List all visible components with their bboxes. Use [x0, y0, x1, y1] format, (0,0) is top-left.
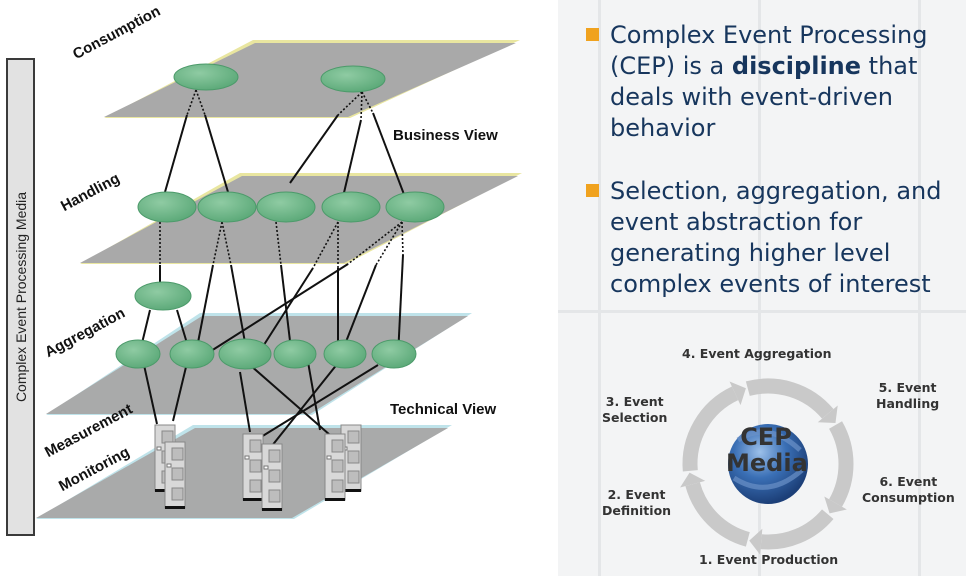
cycle-arrowhead-icon	[680, 472, 706, 488]
step-text: 6. Event	[879, 474, 938, 489]
cycle-arrow	[682, 386, 739, 472]
aggregation-node[interactable]	[169, 339, 215, 369]
bullet-text: Complex Event Processing (CEP) is a	[610, 21, 928, 80]
aggregation-node[interactable]	[218, 338, 272, 370]
cycle-arrow	[685, 482, 750, 547]
bullet-square-icon	[586, 28, 599, 41]
bullet-bold-text: discipline	[731, 52, 862, 80]
bullet-square-icon	[586, 184, 599, 197]
cycle-arrowhead-icon	[729, 381, 746, 406]
cep-description-panel: Complex Event Processing (CEP) is a disc…	[558, 0, 966, 576]
cycle-arrowhead-icon	[749, 528, 763, 555]
server-icon	[164, 441, 186, 509]
technical-view-label: Technical View	[390, 401, 497, 418]
bullet-cep-definition: Complex Event Processing (CEP) is a disc…	[586, 20, 958, 144]
step-text: 4. Event Aggregation	[682, 346, 832, 361]
nodes-consumption	[173, 63, 386, 93]
cycle-arrow	[760, 509, 834, 550]
cycle-arrowhead-icon	[824, 496, 847, 514]
diagram-canvas	[36, 40, 522, 519]
aggregation-node[interactable]	[323, 339, 367, 369]
server-icon	[340, 424, 362, 492]
step-text: Selection	[602, 410, 668, 425]
step-1-label: 1. Event Production	[699, 552, 838, 568]
step-4-label: 4. Event Aggregation	[682, 346, 832, 362]
bullet-text: Selection, aggregation, and event abstra…	[610, 177, 942, 298]
step-text: 3. Event	[605, 394, 664, 409]
aggregation-node[interactable]	[273, 339, 317, 369]
aggregation-node[interactable]	[115, 339, 161, 369]
aggregation-node[interactable]	[134, 281, 192, 311]
media-text: Media	[726, 449, 808, 477]
cycle-arrow	[745, 378, 834, 419]
cycle-diagram	[680, 378, 854, 555]
cep-text: CEP	[740, 423, 792, 451]
handling-node[interactable]	[137, 191, 197, 223]
business-view-label: Business View	[393, 127, 498, 144]
handling-node[interactable]	[321, 191, 381, 223]
cep-layer-diagram: Complex Event Processing Media	[6, 3, 522, 536]
side-label-box: Complex Event Processing Media	[6, 58, 35, 536]
cep-media-center-label: CEP Media	[726, 423, 808, 477]
dotted-connectors	[159, 89, 404, 269]
server-icon	[242, 433, 264, 501]
server-icon	[261, 443, 283, 511]
step-text: 1. Event Production	[699, 552, 839, 567]
bullet-text: that deals with event-driven behavior	[610, 52, 918, 142]
handling-node[interactable]	[385, 191, 445, 223]
consumption-node[interactable]	[173, 63, 239, 91]
bullet-cep-selection: Selection, aggregation, and event abstra…	[586, 176, 958, 300]
step-text: 5. Event	[878, 380, 937, 395]
globe-ring-icon	[732, 429, 804, 490]
server-icon	[324, 433, 346, 501]
cycle-arrow	[828, 421, 854, 507]
handling-node[interactable]	[197, 191, 257, 223]
handling-node[interactable]	[256, 191, 316, 223]
nodes-aggregation	[115, 281, 417, 370]
step-text: 2. Event	[607, 487, 666, 502]
cycle-arrowhead-icon	[817, 405, 838, 424]
step-text: Handling	[876, 396, 940, 411]
nodes-handling	[137, 191, 445, 223]
consumption-node[interactable]	[320, 65, 386, 93]
plane-consumption	[104, 40, 520, 118]
aggregation-node[interactable]	[371, 339, 417, 369]
step-text: Consumption	[862, 490, 955, 505]
servers-measurement	[154, 424, 362, 511]
step-text: Definition	[602, 503, 672, 518]
